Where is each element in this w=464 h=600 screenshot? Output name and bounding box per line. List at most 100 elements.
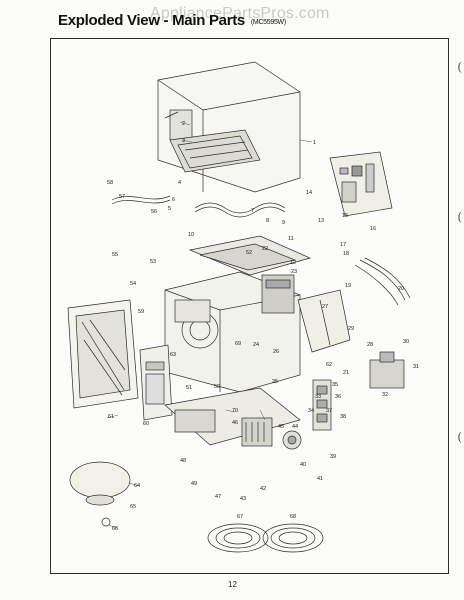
callout-24: 24 xyxy=(253,342,259,348)
side-bracket xyxy=(297,289,351,353)
callout-51: 51 xyxy=(186,385,192,391)
callout-65: 65 xyxy=(130,504,136,510)
model-number: (MC5595W) xyxy=(250,19,286,26)
callout-59: 59 xyxy=(138,309,144,315)
callout-32: 32 xyxy=(382,392,388,398)
callout-41: 41 xyxy=(317,476,323,482)
callout-52: 52 xyxy=(246,250,252,256)
callout-44: 44 xyxy=(292,424,298,430)
callout-34: 34 xyxy=(308,408,314,414)
callout-63: 63 xyxy=(170,352,176,358)
page-title: Exploded View - Main Parts (MC5595W) xyxy=(58,12,286,29)
callout-57: 57 xyxy=(119,194,125,200)
callout-5: 5 xyxy=(168,206,171,212)
diagram-frame xyxy=(50,38,449,574)
base-plate xyxy=(164,387,301,446)
page-number: 12 xyxy=(228,580,237,589)
binding-mark-middle: ( xyxy=(457,210,462,224)
callout-55: 55 xyxy=(112,252,118,258)
callout-25: 25 xyxy=(272,379,278,385)
callout-56: 56 xyxy=(151,209,157,215)
callout-14: 14 xyxy=(306,190,312,196)
callout-labels: 1 2 3 4 5 6 7 8 9 10 11 12 13 14 15 16 1… xyxy=(107,121,419,532)
callout-35: 35 xyxy=(332,382,338,388)
callout-10: 10 xyxy=(188,232,194,238)
callout-69: 69 xyxy=(235,341,241,347)
callout-29: 29 xyxy=(348,326,354,332)
callout-26: 26 xyxy=(273,349,279,355)
callout-43: 43 xyxy=(240,496,246,502)
watermark: AppliancePartsPros.com xyxy=(150,5,330,22)
callout-68: 68 xyxy=(290,514,296,520)
callout-19: 19 xyxy=(345,283,351,289)
control-panel-assembly xyxy=(329,151,393,217)
callout-12: 12 xyxy=(290,260,296,266)
callout-13: 13 xyxy=(318,218,324,224)
callout-45: 45 xyxy=(278,424,284,430)
callout-23: 23 xyxy=(291,269,297,275)
callout-64: 64 xyxy=(134,483,140,489)
callout-16: 16 xyxy=(370,226,376,232)
interlock-switch-bracket xyxy=(312,379,332,431)
fan-motor xyxy=(282,430,302,450)
callout-2: 2 xyxy=(182,121,185,127)
callout-27: 27 xyxy=(322,304,328,310)
callout-49: 49 xyxy=(191,481,197,487)
callout-18: 18 xyxy=(343,251,349,257)
callout-38: 38 xyxy=(340,414,346,420)
wire-rack-left xyxy=(207,523,269,553)
callout-66: 66 xyxy=(112,526,118,532)
callout-7: 7 xyxy=(251,208,254,214)
binding-mark-top: ( xyxy=(457,60,462,74)
callout-21: 21 xyxy=(343,370,349,376)
callout-6: 6 xyxy=(172,197,175,203)
callout-46: 46 xyxy=(232,420,238,426)
callout-8: 8 xyxy=(266,218,269,224)
wire-harness-top xyxy=(111,195,171,205)
callout-42: 42 xyxy=(260,486,266,492)
callout-62: 62 xyxy=(326,362,332,368)
callout-31: 31 xyxy=(413,364,419,370)
callout-47: 47 xyxy=(215,494,221,500)
outer-cabinet xyxy=(157,61,301,193)
turntable-glass-tray xyxy=(69,461,131,506)
callout-17: 17 xyxy=(340,242,346,248)
door-assembly xyxy=(67,299,139,409)
callout-67: 67 xyxy=(237,514,243,520)
front-control-panel xyxy=(139,344,173,421)
callout-22: 22 xyxy=(262,246,268,252)
leader-lines xyxy=(106,121,313,529)
callout-54: 54 xyxy=(130,281,136,287)
callout-58: 58 xyxy=(107,180,113,186)
magnetron xyxy=(241,417,273,447)
callout-9: 9 xyxy=(282,220,285,226)
callout-3: 3 xyxy=(182,138,185,144)
oven-bottom-plate xyxy=(169,129,261,173)
callout-36: 36 xyxy=(335,394,341,400)
callout-28: 28 xyxy=(367,342,373,348)
callout-60: 60 xyxy=(143,421,149,427)
callout-20: 20 xyxy=(398,286,404,292)
binding-mark-bottom: ( xyxy=(457,430,462,444)
high-voltage-transformer xyxy=(369,351,405,389)
callout-33: 33 xyxy=(315,394,321,400)
heater-element xyxy=(194,202,286,218)
callout-1: 1 xyxy=(313,140,316,146)
callout-15: 15 xyxy=(342,213,348,219)
wire-harness-right xyxy=(354,257,411,306)
title-text: Exploded View - Main Parts xyxy=(58,12,245,29)
callout-11: 11 xyxy=(288,236,294,242)
cavity-top-assembly xyxy=(188,235,312,314)
callout-39: 39 xyxy=(330,454,336,460)
callout-53: 53 xyxy=(150,259,156,265)
callout-30: 30 xyxy=(403,339,409,345)
callout-40: 40 xyxy=(300,462,306,468)
callout-4: 4 xyxy=(178,180,181,186)
wire-rack-right xyxy=(262,523,324,553)
callout-50: 50 xyxy=(214,384,220,390)
callout-48: 48 xyxy=(180,458,186,464)
callout-61: 61 xyxy=(108,414,114,420)
callout-37: 37 xyxy=(326,408,332,414)
